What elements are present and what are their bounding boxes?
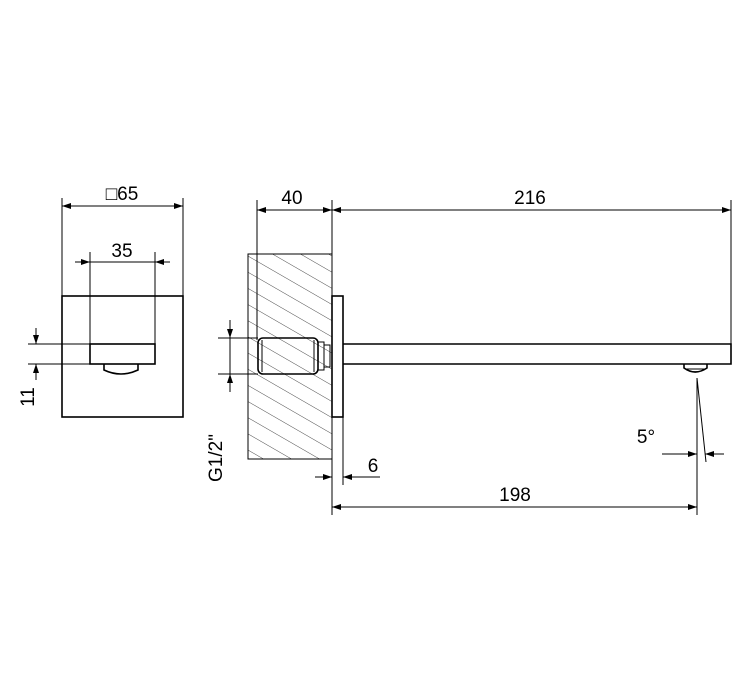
front-plate: [61, 295, 184, 418]
front-view: □65 35 11: [18, 184, 184, 418]
connector: [257, 337, 331, 375]
outlet-width-label: 35: [111, 241, 132, 262]
angle-label: 5°: [637, 427, 655, 448]
side-view: 40 216 G1/2" 6 198 5°: [206, 188, 732, 515]
wall-depth-label: 40: [281, 188, 302, 209]
outlet-height-label: 11: [18, 387, 39, 407]
projection-label: 198: [499, 485, 531, 506]
front-nozzle: [103, 364, 139, 375]
plate-thickness-label: 6: [368, 456, 379, 477]
spout: [343, 343, 732, 373]
front-outlet: [89, 343, 156, 365]
thread-label: G1/2": [206, 434, 227, 482]
plate-size-label: □65: [106, 184, 139, 205]
wall-section: [247, 253, 333, 460]
wall-plate: [331, 295, 344, 418]
spout-length-label: 216: [514, 188, 546, 209]
